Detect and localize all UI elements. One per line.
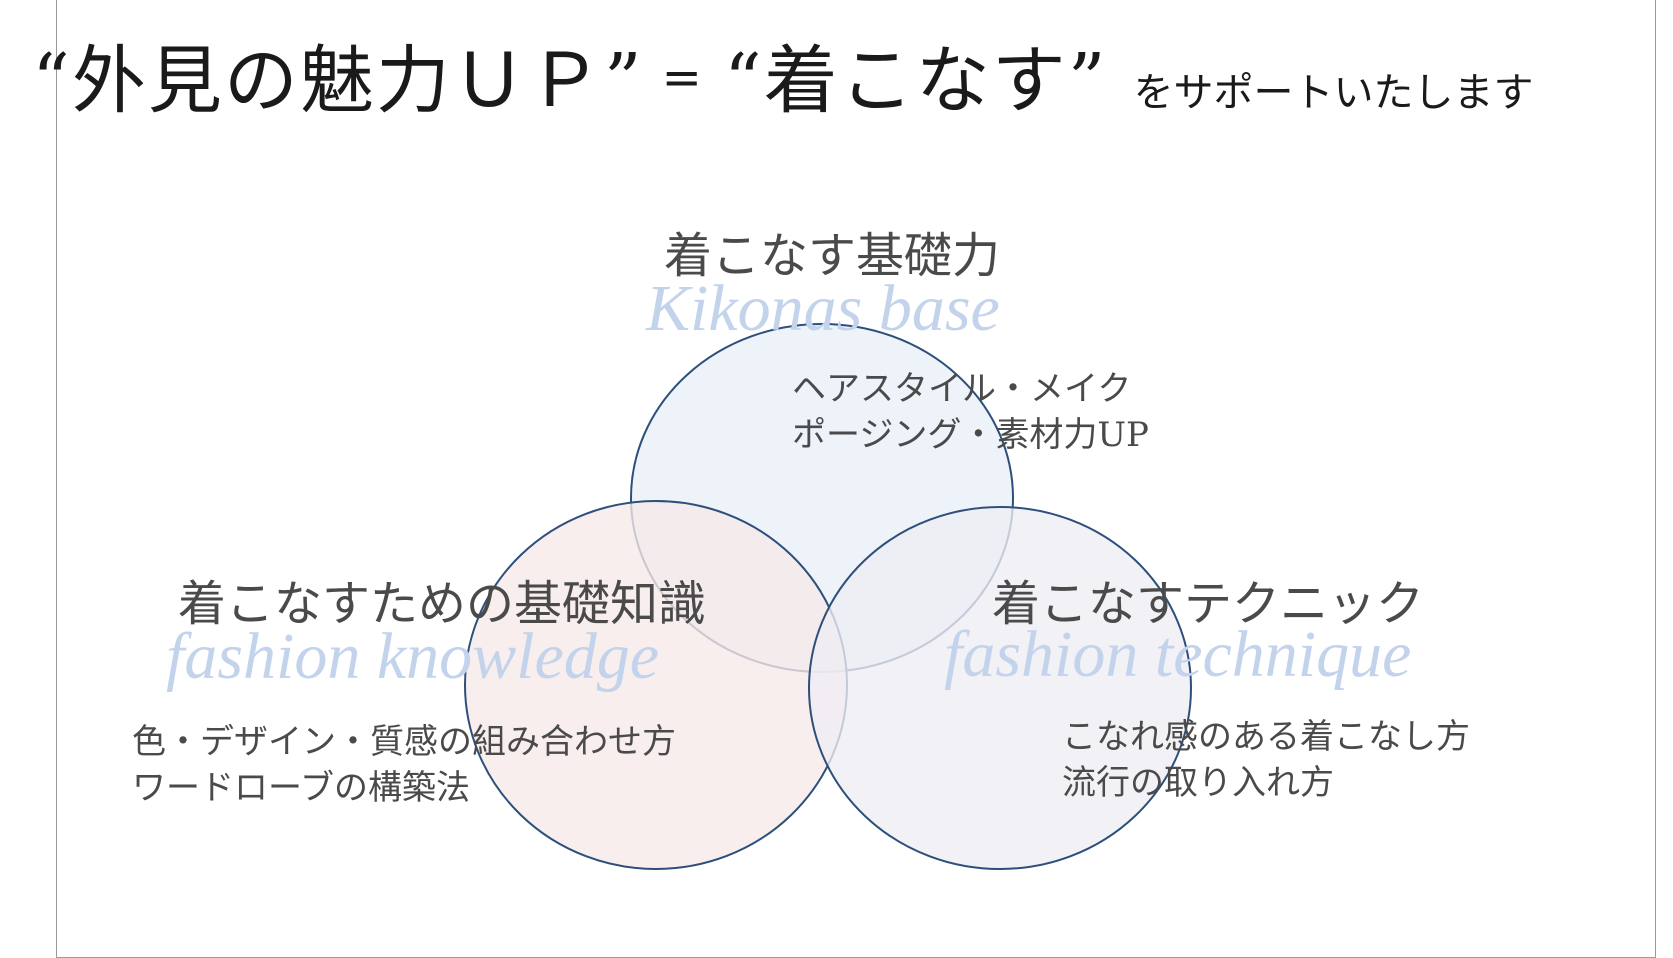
right-title-jp: 着こなすテクニック (992, 576, 1425, 632)
top-items: ヘアスタイル・メイク ポージング・素材力UP (792, 366, 1149, 458)
headline-kikonasu: “着こなす” (723, 38, 1108, 124)
right-title-en: fashion technique (944, 618, 1412, 691)
headline: “外見の魅力ＵＰ”=“着こなす”をサポートいたします (32, 44, 1534, 118)
left-item: ワードローブの構築法 (132, 768, 470, 808)
top-item: ポージング・素材力UP (792, 415, 1149, 455)
right-items: こなれ感のある着こなし方 流行の取り入れ方 (1062, 714, 1470, 806)
top-title-en: Kikonas base (646, 272, 1000, 345)
headline-equals-sign: = (661, 50, 702, 106)
top-title-jp: 着こなす基礎力 (664, 228, 1001, 284)
top-item: ヘアスタイル・メイク (792, 369, 1132, 409)
headline-support-text: をサポートいたします (1133, 70, 1534, 116)
left-title-jp: 着こなすための基礎知識 (178, 576, 707, 632)
right-item: 流行の取り入れ方 (1062, 763, 1334, 803)
left-title-en: fashion knowledge (166, 620, 660, 693)
right-item: こなれ感のある着こなし方 (1062, 717, 1470, 757)
left-items: 色・デザイン・質感の組み合わせ方 ワードローブの構築法 (132, 719, 676, 811)
headline-appeal-up: “外見の魅力ＵＰ” (32, 38, 644, 124)
left-item: 色・デザイン・質感の組み合わせ方 (132, 722, 676, 762)
circle-right (808, 506, 1192, 870)
